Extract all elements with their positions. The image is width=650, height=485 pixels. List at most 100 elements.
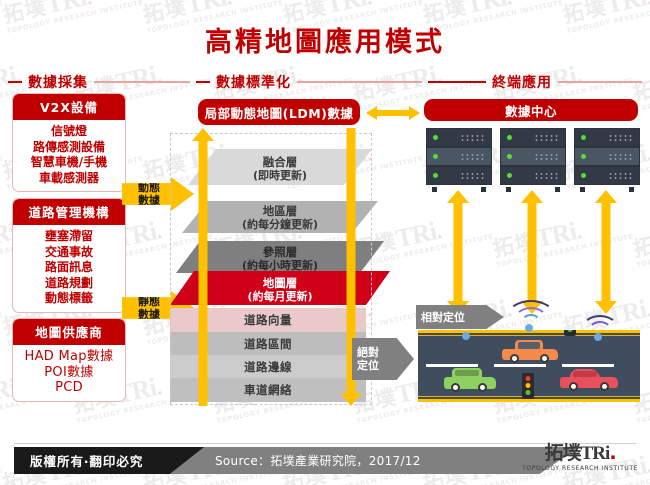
server-unit: [426, 128, 492, 147]
list-item: 交通事故: [44, 244, 93, 259]
flow-arrow-static-line1: 靜態: [138, 295, 160, 308]
layer-update-fusion: (即時更新): [252, 169, 308, 182]
data-center-title-label: 數據中心: [504, 103, 557, 119]
section-header-standardization: 數據標準化: [196, 72, 422, 92]
band-label-road-edge: 道路邊線: [244, 359, 292, 374]
server-unit: [500, 166, 566, 185]
watermark-tile: 拓墣TRi.TOPOLOGY RESEARCH INSTITUTE: [630, 228, 650, 270]
card-title-road-authority: 道路管理機構: [13, 199, 125, 225]
status-led: [581, 173, 586, 178]
rack-foot: [506, 187, 511, 192]
traffic-light-lower: [522, 373, 534, 399]
data-center-title-box[interactable]: 數據中心: [424, 99, 638, 121]
list-item: 道路規劃: [44, 275, 93, 290]
card-v2x-equipment[interactable]: V2X設備 信號燈 路傳感測設備 智慧車機/手機 車載感測器: [12, 93, 126, 192]
ldm-title-label: 局部動態地圖(LDM)數據: [204, 105, 354, 121]
arrow-up-standardization: [192, 128, 214, 406]
list-item: 路傳感測設備: [32, 139, 105, 154]
section-label-application: 終端應用: [492, 75, 552, 91]
wifi-signal-center: [505, 300, 555, 332]
layer-update-map: (約每月更新): [247, 290, 313, 303]
footer-divider: [14, 443, 636, 444]
section-label-collection: 數據採集: [28, 75, 88, 91]
band-label-lane-network: 車道網絡: [244, 383, 292, 397]
flow-arrow-static-line2: 數據: [138, 308, 160, 321]
logo-en: TRi: [580, 443, 611, 464]
server-rack[interactable]: [574, 128, 640, 192]
card-items-v2x: 信號燈 路傳感測設備 智慧車機/手機 車載感測器: [13, 120, 125, 191]
rack-foot: [481, 187, 486, 192]
vent-dots: [534, 172, 560, 179]
server-unit: [500, 128, 566, 147]
status-led: [433, 173, 438, 178]
list-item: 車載感測器: [38, 170, 99, 185]
server-unit: [426, 166, 492, 185]
vent-dots: [534, 153, 560, 160]
vent-dots: [460, 134, 486, 141]
car-orange: [502, 339, 558, 363]
arrow-up-rack-2: [521, 190, 543, 308]
card-items-map-supplier: HAD Map數據 POI數據 PCD: [13, 345, 125, 401]
footer-copyright-label: 版權所有‧翻印必究: [30, 454, 144, 469]
tri-logo: 拓墣TRi. TOPOLOGY RESEARCH INSTITUTE: [522, 442, 638, 472]
vent-dots: [460, 172, 486, 179]
list-item: POI數據: [44, 364, 94, 380]
layer-map: 地圖層 (約每月更新): [170, 267, 390, 311]
card-items-road-authority: 壅塞滯留 交通事故 路面訊息 道路規劃 動態標籤: [13, 225, 125, 312]
status-led: [507, 135, 512, 140]
server-rack[interactable]: [500, 128, 566, 192]
relative-tag-label: 相對定位: [421, 310, 465, 324]
list-item: 智慧車機/手機: [30, 155, 108, 169]
band-label-road-segment: 道路區間: [244, 336, 292, 351]
list-item: HAD Map數據: [24, 349, 114, 364]
rack-foot: [580, 187, 585, 192]
vent-dots: [534, 134, 560, 141]
layer-name-map: 地圖層: [262, 275, 298, 290]
wifi-signal-right: [578, 314, 618, 341]
layer-region: 地區層 (約每分鐘更新): [182, 195, 378, 239]
watermark-tile: 拓墣TRi.TOPOLOGY RESEARCH INSTITUTE: [0, 310, 5, 347]
card-road-authority[interactable]: 道路管理機構 壅塞滯留 交通事故 路面訊息 道路規劃 動態標籤: [12, 198, 126, 313]
section-header-application: 終端應用: [428, 72, 642, 92]
server-unit: [574, 128, 640, 147]
rack-foot: [629, 187, 634, 192]
list-item: 壅塞滯留: [44, 229, 93, 243]
status-led: [507, 173, 512, 178]
road-scene: [418, 330, 640, 402]
logo-subtitle: TOPOLOGY RESEARCH INSTITUTE: [522, 465, 638, 472]
tag-relative-positioning: 相對定位: [416, 305, 504, 329]
arrow-down-standardization: [340, 128, 362, 406]
arrow-up-rack-1: [447, 190, 469, 308]
traffic-light-upper: [564, 330, 576, 336]
stack-outline: [170, 133, 372, 405]
list-item: 信號燈: [50, 124, 87, 138]
ldm-title-box[interactable]: 局部動態地圖(LDM)數據: [198, 99, 360, 125]
section-header-collection: 數據採集: [8, 72, 190, 92]
server-rack[interactable]: [426, 128, 492, 192]
footer-source-label: Source：拓墣產業研究院，2017/12: [215, 454, 421, 468]
section-label-standardization: 數據標準化: [216, 75, 291, 91]
list-item: 動態標籤: [44, 291, 93, 305]
card-title-map-supplier: 地圖供應商: [13, 319, 125, 345]
layer-name-reference: 參照層: [262, 244, 298, 259]
absolute-tag-line1: 絕對: [357, 346, 379, 359]
arrow-down-road-3: [595, 288, 617, 314]
card-title-v2x: V2X設備: [13, 94, 125, 120]
arrow-up-rack-3: [595, 190, 617, 308]
flow-arrow-dynamic-line2: 數據: [138, 194, 160, 207]
band-label-road-vector: 道路向量: [244, 313, 292, 327]
rack-foot: [432, 187, 437, 192]
card-map-supplier[interactable]: 地圖供應商 HAD Map數據 POI數據 PCD: [12, 318, 126, 402]
layer-name-region: 地區層: [262, 203, 298, 218]
status-led: [433, 135, 438, 140]
status-led: [581, 154, 586, 159]
car-green: [444, 368, 496, 392]
status-led: [581, 135, 586, 140]
server-unit: [574, 147, 640, 166]
server-unit: [426, 147, 492, 166]
list-item: 路面訊息: [44, 260, 93, 274]
layer-update-region: (約每分鐘更新): [241, 218, 319, 231]
layer-reference: 參照層 (約每小時更新): [176, 237, 384, 279]
vent-dots: [460, 153, 486, 160]
